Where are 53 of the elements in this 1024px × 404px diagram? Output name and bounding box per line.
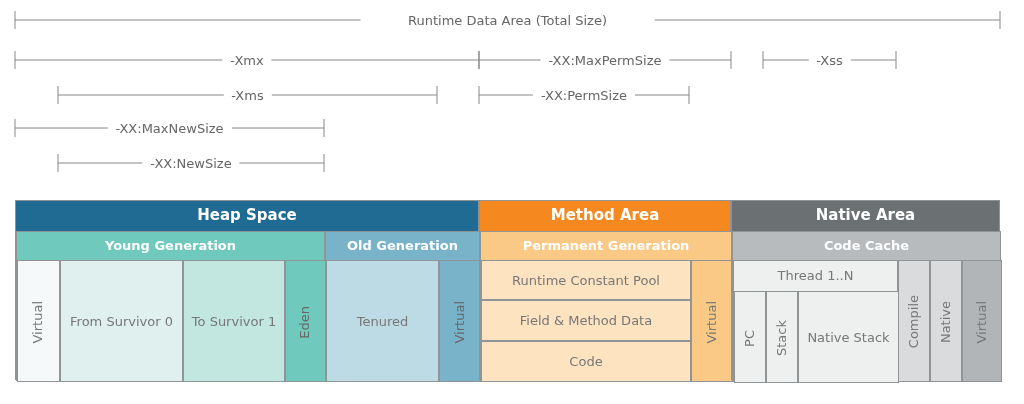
region-heading: Permanent Generation	[522, 237, 690, 255]
dimension-label: -XX:NewSize	[142, 155, 240, 171]
memory-region-box	[930, 260, 962, 382]
memory-region-box	[766, 291, 798, 383]
memory-region-box	[732, 231, 1001, 381]
memory-region-box	[479, 200, 731, 380]
region-label: Tenured	[356, 313, 409, 331]
memory-region-box	[325, 231, 480, 381]
region-label: Virtual	[451, 300, 468, 344]
memory-region-box	[326, 260, 439, 382]
memory-region-box	[481, 341, 691, 382]
region-label: To Survivor 1	[191, 313, 277, 331]
region-label: Compile	[905, 295, 922, 349]
region-label: Eden	[297, 305, 314, 339]
memory-region-box	[733, 260, 898, 382]
region-label: PC	[741, 329, 758, 347]
region-label: Virtual	[703, 300, 720, 344]
region-heading: Native Area	[815, 206, 916, 226]
region-heading: Heap Space	[197, 206, 297, 226]
memory-region-box	[962, 260, 1002, 382]
memory-region-box	[734, 291, 766, 383]
dimension-label: -XX:MaxPermSize	[540, 52, 670, 68]
region-label: Runtime Constant Pool	[512, 272, 660, 290]
memory-region-box	[17, 260, 60, 382]
region-label: Native	[937, 300, 954, 344]
memory-region-box	[183, 260, 285, 382]
dimension-label: -XX:MaxNewSize	[107, 120, 232, 136]
memory-region-box	[480, 231, 732, 381]
memory-region-box	[481, 260, 691, 300]
dimension-label: Runtime Data Area (Total Size)	[360, 12, 655, 28]
memory-region-box	[691, 260, 733, 382]
region-heading: Thread 1..N	[777, 267, 854, 285]
memory-region-box	[731, 200, 1000, 380]
memory-region-box	[898, 260, 930, 382]
memory-region-box	[16, 231, 325, 381]
region-label: Virtual	[973, 300, 990, 344]
region-heading: Code Cache	[823, 237, 910, 255]
memory-region-box	[798, 291, 899, 383]
dimension-label: -XX:PermSize	[532, 87, 636, 103]
region-heading: Method Area	[550, 206, 660, 226]
region-label: Stack	[773, 320, 790, 356]
region-label: Native Stack	[807, 329, 890, 347]
memory-region-box	[481, 300, 691, 341]
region-label: Field & Method Data	[519, 313, 653, 330]
memory-region-box	[15, 200, 479, 380]
memory-region-box	[60, 260, 183, 382]
region-label: Code	[569, 354, 603, 371]
memory-region-box	[285, 260, 326, 382]
region-heading: Old Generation	[347, 237, 458, 255]
memory-region-box	[439, 260, 481, 382]
region-label: Virtual	[30, 300, 47, 344]
region-label: From Survivor 0	[70, 313, 173, 331]
region-heading: Young Generation	[104, 237, 237, 255]
